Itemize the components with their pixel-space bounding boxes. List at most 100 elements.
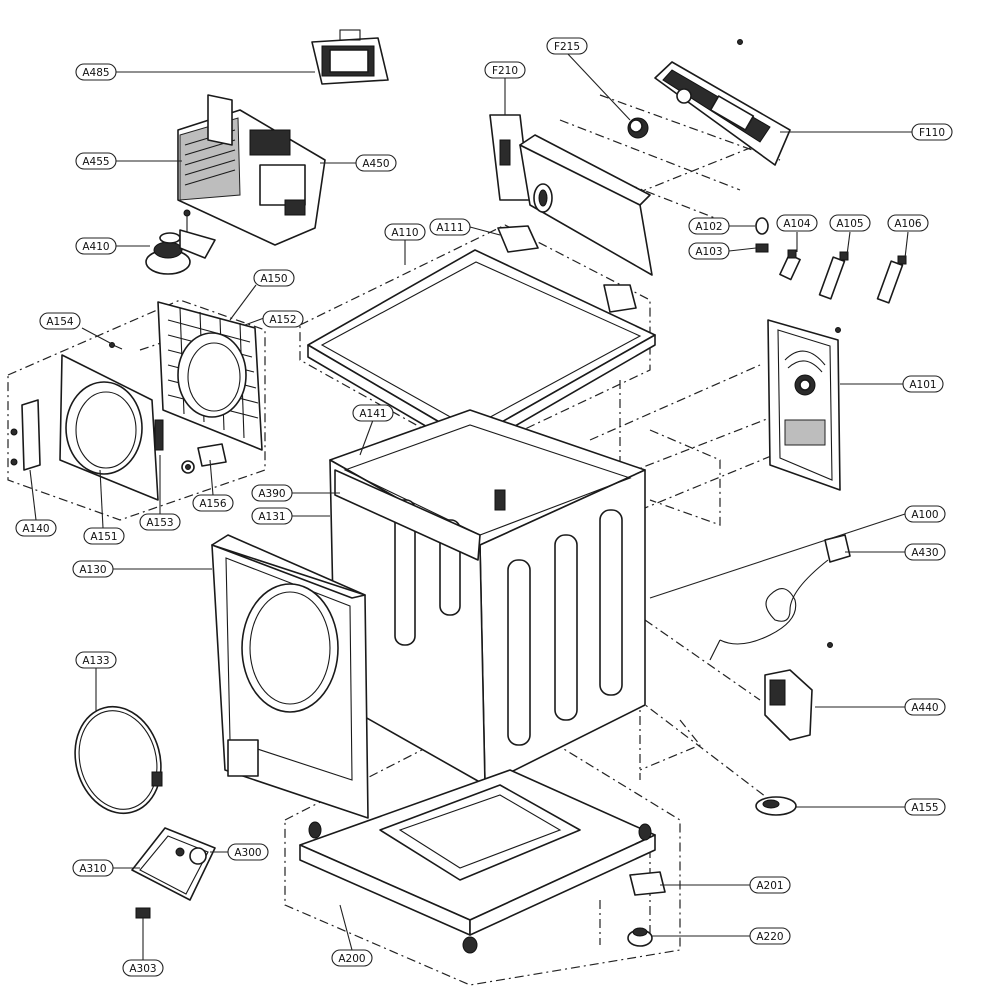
part-a103-clip [755,243,769,253]
callout-a152: A152 [262,310,304,328]
svg-text:F210: F210 [492,65,518,77]
part-a140-hinge [10,399,41,471]
part-a106-valve [876,255,907,304]
leader-lines [29,52,912,960]
callout-a133: A133 [75,651,117,669]
svg-text:A152: A152 [269,314,296,326]
callout-a410: A410 [75,237,117,255]
part-a220-foot [627,927,653,947]
part-a440-filter [764,642,833,741]
part-a150-front-frame [157,301,263,451]
callout-a390: A390 [251,484,293,502]
callout-a111: A111 [429,218,471,236]
svg-text:A131: A131 [258,511,285,523]
part-a111-brackets [497,225,637,313]
callout-a201: A201 [749,876,791,894]
callout-a485: A485 [75,63,117,81]
part-a155-slider [755,796,797,816]
callout-a130: A130 [72,560,114,578]
callout-a150: A150 [253,269,295,287]
svg-text:A110: A110 [391,227,418,239]
svg-text:A390: A390 [258,488,285,500]
callout-a156: A156 [192,494,234,512]
svg-text:A140: A140 [22,523,49,535]
svg-text:A455: A455 [82,156,109,168]
svg-text:A130: A130 [79,564,106,576]
part-a450-a455-pcb [177,94,326,246]
callout-a101: A101 [902,375,944,393]
svg-text:A151: A151 [90,531,117,543]
svg-text:A100: A100 [911,509,938,521]
callout-a106: A106 [887,214,929,232]
svg-text:A106: A106 [894,218,922,230]
svg-text:A303: A303 [129,963,156,975]
svg-text:F110: F110 [919,127,945,139]
part-a104-valve [779,249,801,281]
callout-a105: A105 [829,214,871,232]
part-a100-cabinet [329,409,646,786]
part-f215-knob [627,117,649,139]
part-a130-door [211,534,369,819]
svg-text:A410: A410 [82,241,109,253]
callout-a151: A151 [83,527,125,545]
part-a151-front-cover [59,354,164,501]
part-a485-board [311,29,389,85]
svg-text:A133: A133 [82,655,109,667]
svg-text:A310: A310 [79,863,106,875]
svg-text:A141: A141 [359,408,386,420]
svg-text:A105: A105 [836,218,863,230]
part-a102-cap [755,217,769,235]
callout-a102: A102 [688,217,730,235]
callout-a200: A200 [331,949,373,967]
svg-text:A155: A155 [911,802,938,814]
svg-text:A102: A102 [695,221,722,233]
callout-a141: A141 [352,404,394,422]
part-a105-valve [818,251,849,300]
callout-tags: A485 A455 A450 A410 A154 A150 A152 A140 … [15,37,953,977]
part-a156-lock [181,443,227,474]
callout-a455: A455 [75,152,117,170]
callout-a310: A310 [72,859,114,877]
callout-a140: A140 [15,519,57,537]
callout-a155: A155 [904,798,946,816]
callout-a220: A220 [749,927,791,945]
svg-text:A220: A220 [756,931,783,943]
svg-text:A201: A201 [756,880,783,892]
part-a430-power-cord [709,534,851,661]
callout-a100: A100 [904,505,946,523]
svg-text:A450: A450 [362,158,389,170]
svg-text:A153: A153 [146,517,173,529]
svg-text:A150: A150 [260,273,287,285]
part-f110-control-pcb [654,39,791,166]
part-a410-pressure-switch [145,209,216,275]
svg-text:A111: A111 [436,222,463,234]
part-f210-control-panel [489,114,653,276]
svg-text:A485: A485 [82,67,109,79]
svg-text:A200: A200 [338,953,365,965]
part-a300-a310-pump-cover [131,827,216,901]
svg-text:A430: A430 [911,547,938,559]
part-a201-bracket [629,871,666,896]
callout-a110: A110 [384,223,426,241]
callout-a154: A154 [39,312,81,330]
callout-a104: A104 [776,214,818,232]
svg-text:F215: F215 [554,41,580,53]
callout-f210: F210 [484,61,526,79]
part-a133-ring [74,705,163,815]
svg-text:A440: A440 [911,702,938,714]
svg-text:A104: A104 [783,218,811,230]
callout-a131: A131 [251,507,293,525]
callout-a303: A303 [122,959,164,977]
svg-text:A103: A103 [695,246,722,258]
callout-f110: F110 [911,123,953,141]
callout-a440: A440 [904,698,946,716]
part-a101-back-cover [767,319,841,491]
part-a200-base [299,769,656,954]
svg-text:A101: A101 [909,379,936,391]
callout-a153: A153 [139,513,181,531]
callout-a300: A300 [227,843,269,861]
callout-a103: A103 [688,242,730,260]
callout-f215: F215 [546,37,588,55]
